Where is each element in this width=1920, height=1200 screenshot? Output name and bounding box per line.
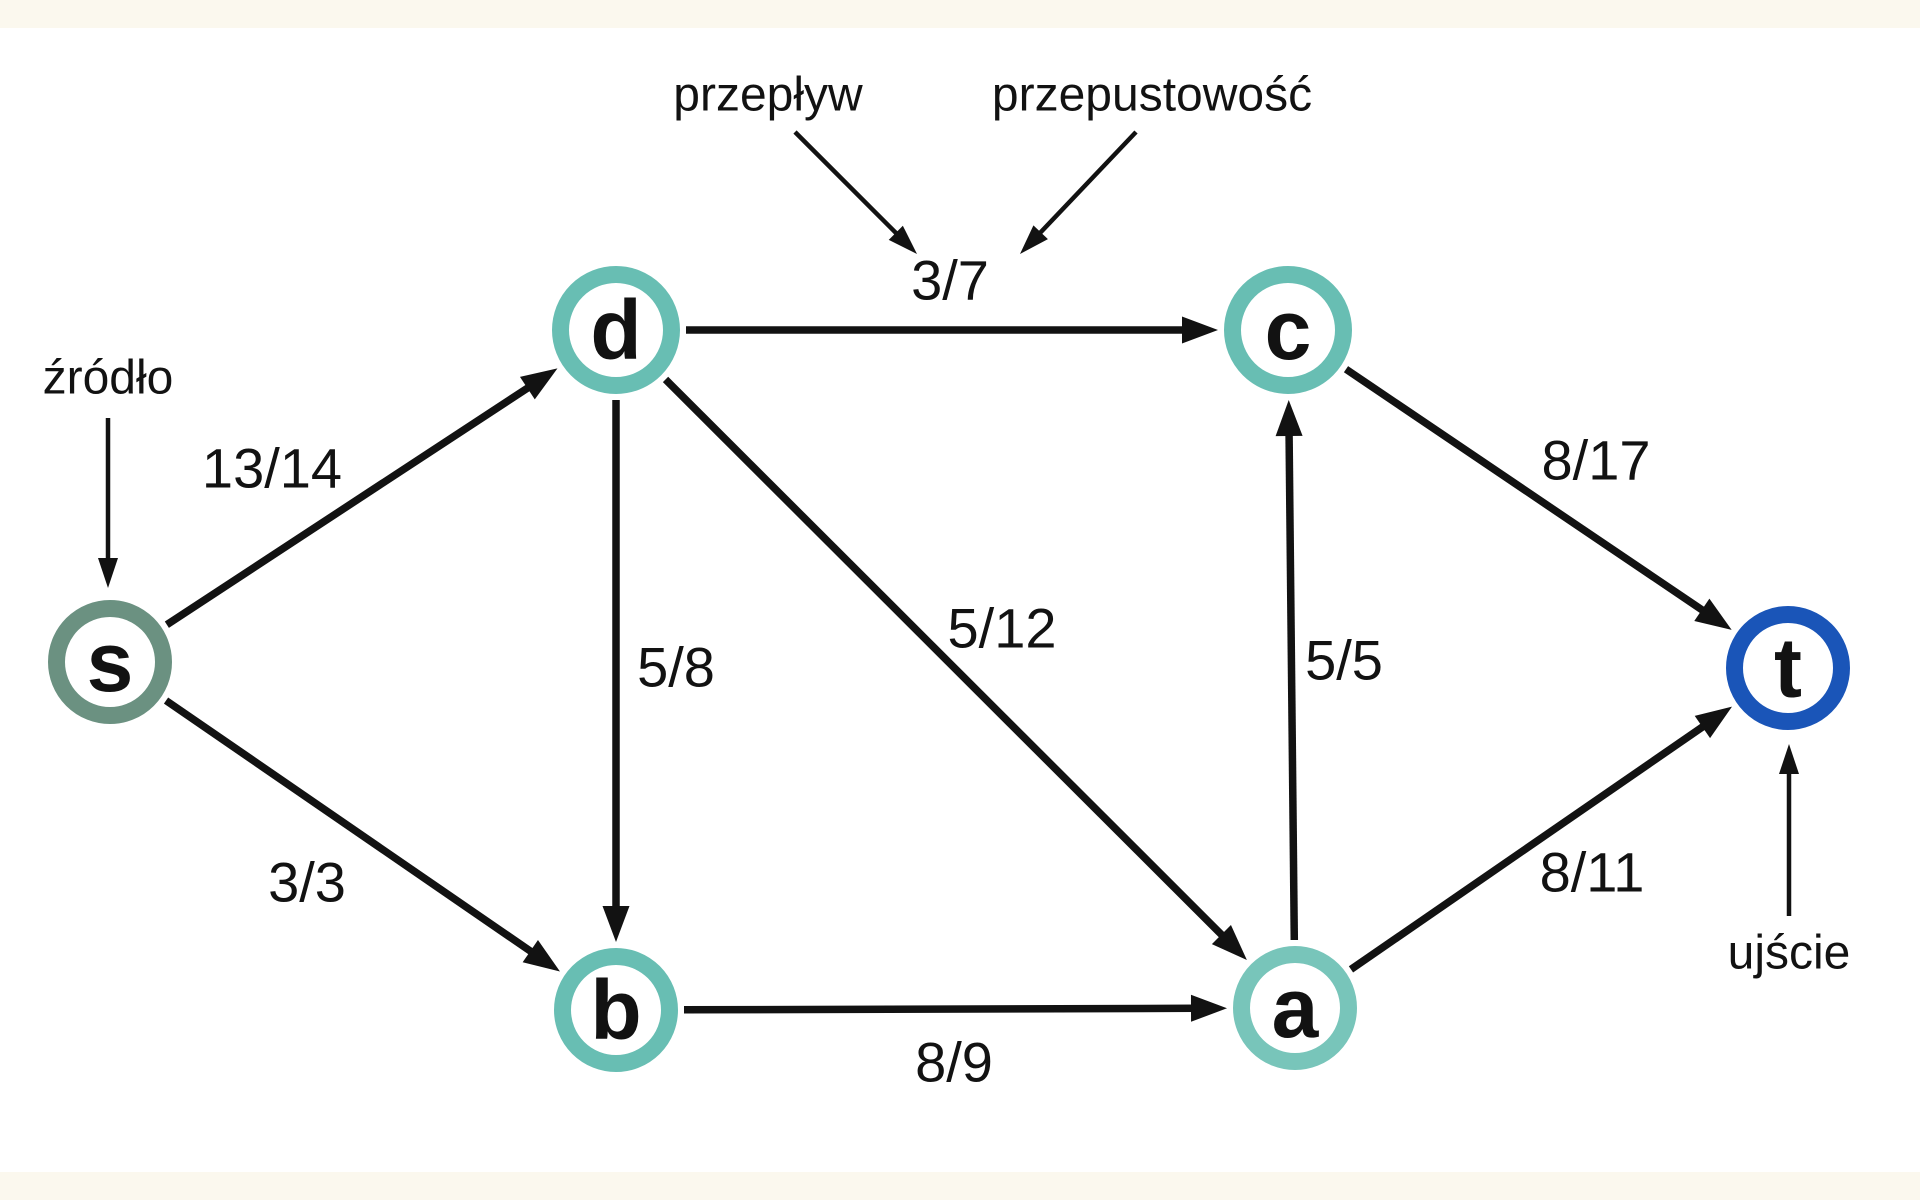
bottom-band: [0, 1172, 1920, 1200]
node-label-d: d: [590, 283, 641, 377]
edge-s-b-arrowhead-icon: [522, 939, 560, 972]
sink-label: ujście: [1728, 927, 1851, 980]
node-c: [1224, 266, 1352, 394]
node-label-s: s: [87, 615, 134, 709]
node-label-t: t: [1774, 621, 1802, 715]
edge-a-c-line: [1285, 431, 1299, 941]
edge-b-a-arrowhead-icon: [1190, 994, 1228, 1022]
edge-a-t-arrowhead-icon: [1694, 706, 1733, 739]
node-s: [48, 600, 172, 724]
edge-d-c-arrowhead-icon: [1182, 316, 1218, 344]
flow-label-line: [793, 130, 901, 238]
edge-a-c-arrowhead-icon: [1275, 399, 1303, 437]
edge-label-d-b: 5/8: [637, 636, 715, 699]
top-band: [0, 0, 1920, 28]
capacity-label-arrowhead-icon: [1020, 225, 1048, 254]
node-label-b: b: [590, 963, 641, 1057]
edge-a-t-line: [1348, 721, 1708, 973]
edge-d-a-arrowhead-icon: [1211, 924, 1247, 960]
edge-label-a-t: 8/11: [1540, 841, 1645, 904]
node-d: [552, 266, 680, 394]
edge-label-s-d: 13/14: [202, 437, 342, 500]
edge-s-d-arrowhead-icon: [519, 368, 558, 400]
edge-c-t-arrowhead-icon: [1694, 598, 1732, 630]
flow-label-arrowhead-icon: [888, 225, 917, 254]
edge-s-d-line: [164, 382, 533, 628]
edge-label-d-c: 3/7: [911, 249, 989, 312]
source-label-arrowhead-icon: [98, 558, 118, 588]
node-b: [554, 948, 678, 1072]
node-label-a: a: [1272, 961, 1320, 1055]
node-t: [1726, 606, 1850, 730]
edge-d-b-arrowhead-icon: [602, 906, 630, 942]
edge-c-t-line: [1343, 366, 1708, 616]
edge-label-s-b: 3/3: [268, 851, 346, 914]
source-label: źródło: [43, 352, 174, 405]
capacity-label-line: [1036, 130, 1138, 237]
edge-label-d-a: 5/12: [948, 597, 1057, 660]
node-label-c: c: [1265, 283, 1312, 377]
edge-s-b-line: [163, 697, 536, 957]
edge-b-a-line: [683, 1004, 1196, 1014]
capacity-label: przepustowość: [992, 69, 1312, 122]
edge-d-a-line: [662, 376, 1227, 940]
sink-label-arrowhead-icon: [1779, 744, 1799, 774]
node-a: [1233, 946, 1357, 1070]
flow-label: przepływ: [673, 69, 863, 122]
edge-label-c-t: 8/17: [1542, 429, 1651, 492]
edge-label-b-a: 8/9: [915, 1031, 993, 1094]
edge-label-a-c: 5/5: [1305, 629, 1383, 692]
